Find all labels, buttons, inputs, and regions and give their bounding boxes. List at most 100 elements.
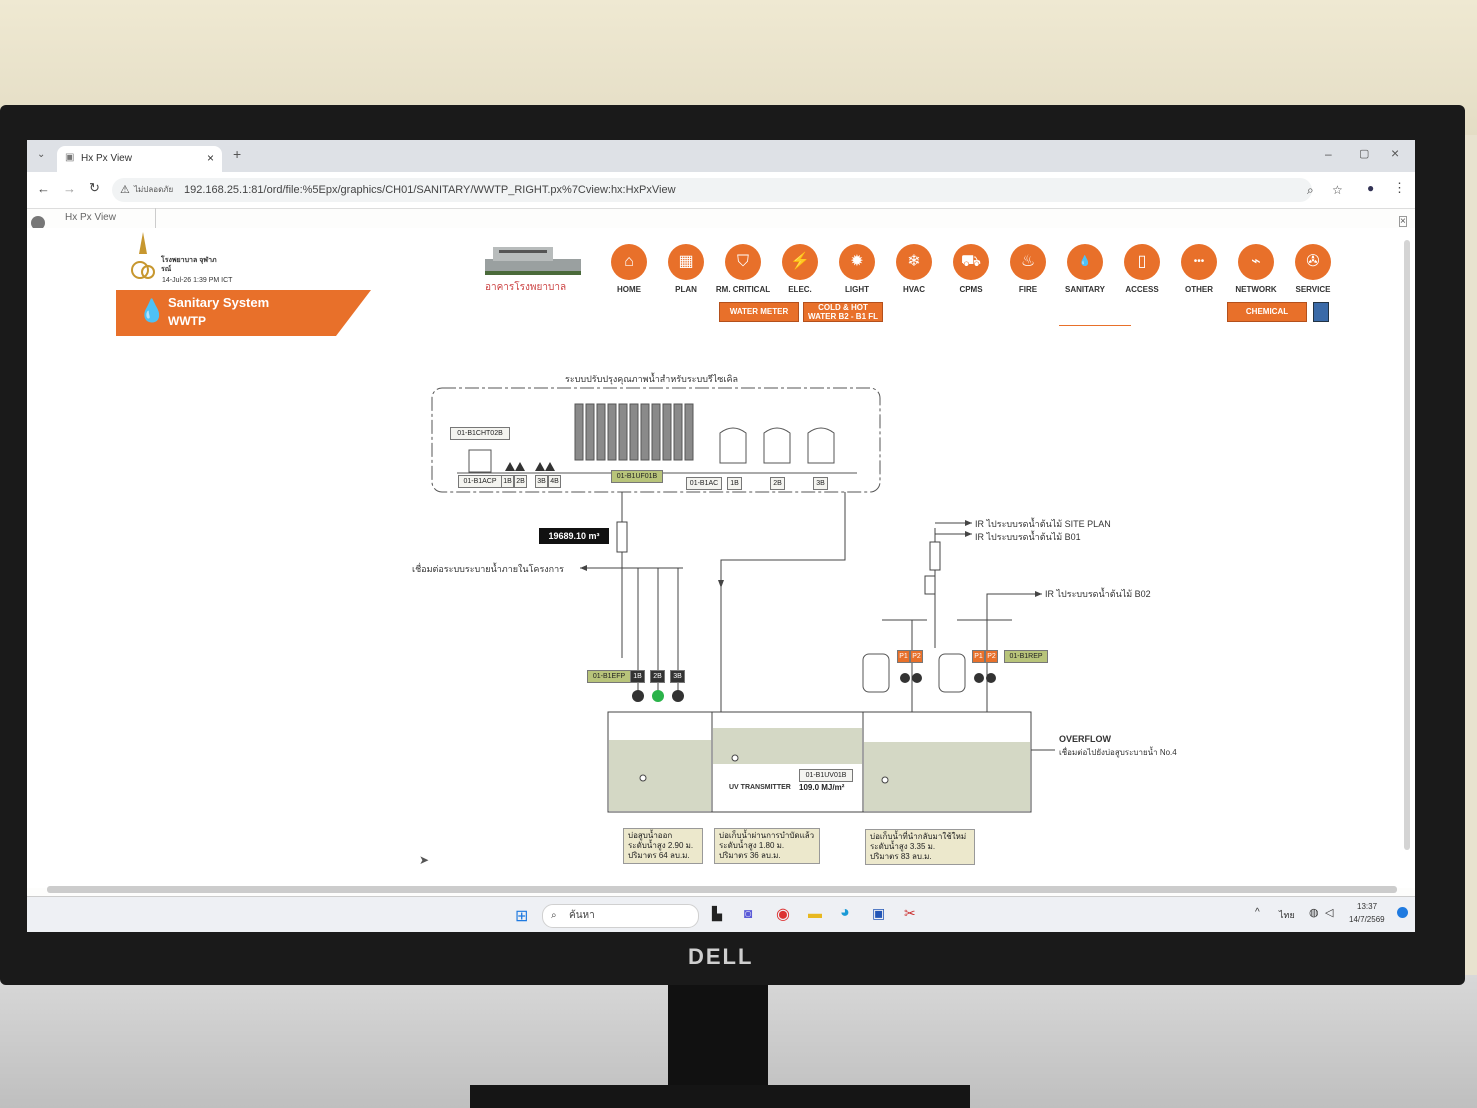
recycle-system-title: ระบบปรับปรุงคุณภาพน้ำสำหรับระบบรีไซเคิล	[565, 374, 738, 384]
cold-hot-water-button[interactable]: COLD & HOT WATER B2 - B1 FL	[803, 302, 883, 322]
parking-icon[interactable]: ⛟	[953, 244, 989, 280]
lightning-icon[interactable]: ⚡	[782, 244, 818, 280]
ac-1b-tag[interactable]: 1B	[727, 477, 742, 490]
snipping-tool-icon[interactable]: ✂	[904, 905, 916, 921]
mouse-cursor-icon: ➤	[419, 853, 430, 867]
page-tab[interactable]: Hx Px View	[57, 208, 156, 228]
chrome-icon[interactable]: ◉	[776, 906, 790, 923]
nav-label-home[interactable]: HOME	[617, 285, 641, 294]
network-tray-icon[interactable]: ◍	[1309, 907, 1319, 919]
nav-label-rm-critical[interactable]: RM. CRITICAL	[715, 285, 771, 294]
ac-2b-tag[interactable]: 2B	[770, 477, 785, 490]
edge-icon[interactable]: ◕	[840, 904, 850, 921]
snowflake-icon[interactable]: ❄	[896, 244, 932, 280]
file-explorer-icon[interactable]: ▬	[808, 905, 822, 921]
maximize-icon[interactable]: ▢	[1359, 148, 1370, 160]
building-image[interactable]	[485, 241, 581, 277]
plan-icon[interactable]: ▦	[668, 244, 704, 280]
nav-label-light[interactable]: LIGHT	[845, 285, 869, 294]
profile-icon[interactable]: ●	[1367, 181, 1375, 195]
rep-p2-tag[interactable]: P2	[910, 650, 923, 663]
rep-p1-tag[interactable]: P1	[897, 650, 910, 663]
chat-icon[interactable]: ◙	[744, 905, 753, 921]
chemical-tank	[468, 449, 492, 473]
vertical-scrollbar[interactable]	[1404, 240, 1410, 850]
recycle-tank-note: บ่อเก็บน้ำที่นำกลับมาใช้ใหม่ ระดับน้ำสูง…	[865, 829, 975, 865]
new-tab-icon[interactable]: +	[233, 146, 242, 162]
menu-kebab-icon[interactable]: ⋮	[1393, 180, 1406, 195]
tab-close-icon[interactable]: ×	[207, 151, 215, 165]
efp-2b-tag[interactable]: 2B	[650, 670, 665, 683]
uv-value[interactable]: 109.0 MJ/m²	[799, 783, 845, 792]
ir-meter-2	[924, 575, 936, 595]
lightbulb-icon[interactable]: ✹	[839, 244, 875, 280]
nav-label-sanitary[interactable]: SANITARY	[1065, 285, 1105, 294]
nav-label-access[interactable]: ACCESS	[1125, 285, 1159, 294]
water-drop-icon[interactable]: 💧	[1067, 244, 1103, 280]
rep-p1b-tag[interactable]: P1	[972, 650, 985, 663]
nav-label-other[interactable]: OTHER	[1185, 285, 1213, 294]
ac-3b-tag[interactable]: 3B	[813, 477, 828, 490]
nav-label-cpms[interactable]: CPMS	[959, 285, 983, 294]
volume-icon[interactable]: ◁	[1325, 907, 1334, 919]
efp-3b-tag[interactable]: 3B	[670, 670, 685, 683]
level-sensor-2	[731, 754, 739, 762]
home-icon[interactable]: ⌂	[611, 244, 647, 280]
critical-room-icon[interactable]: ⛉	[725, 244, 761, 280]
task-view-icon[interactable]: ▙	[712, 906, 722, 921]
overflow-desc: เชื่อมต่อไปยังบ่อสูบระบายน้ำ No.4	[1059, 748, 1177, 757]
nav-label-service[interactable]: SERVICE	[1295, 285, 1331, 294]
windows-start-icon[interactable]: ⊞	[515, 908, 529, 925]
acp-4b-tag[interactable]: 4B	[548, 475, 561, 488]
bookmark-star-icon[interactable]: ☆	[1332, 183, 1343, 197]
document-icon[interactable]	[1313, 302, 1329, 322]
zoom-icon[interactable]: ⌕	[1307, 183, 1314, 197]
uf-tag[interactable]: 01-B1UF01B	[611, 470, 663, 483]
efp-tag[interactable]: 01-B1EFP	[587, 670, 631, 683]
side-circle-icon[interactable]	[31, 216, 45, 230]
reload-icon[interactable]: ↻	[89, 180, 100, 195]
forward-icon[interactable]: →	[63, 181, 76, 196]
acp-1b-tag[interactable]: 1B	[501, 475, 514, 488]
back-icon[interactable]: ←	[37, 181, 50, 196]
minimize-icon[interactable]: –	[1325, 147, 1332, 161]
fire-icon[interactable]: ♨	[1010, 244, 1046, 280]
door-icon[interactable]: ▯	[1124, 244, 1160, 280]
tray-chevron-icon[interactable]: ^	[1255, 907, 1260, 918]
tab-list-chevron-icon[interactable]: ⌄	[37, 149, 46, 160]
taskbar-time[interactable]: 13:37	[1357, 902, 1378, 911]
nav-label-elec-[interactable]: ELEC.	[788, 285, 812, 294]
cold-hot-line1: COLD & HOT	[818, 303, 868, 312]
rep-tag[interactable]: 01-B1REP	[1004, 650, 1048, 663]
url-field[interactable]: ⚠ ไม่ปลอดภัย 192.168.25.1:81/ord/file:%5…	[112, 178, 1343, 202]
horizontal-scrollbar[interactable]	[47, 886, 1397, 893]
nav-label-network[interactable]: NETWORK	[1235, 285, 1277, 294]
acp-tag[interactable]: 01-B1ACP	[458, 475, 502, 488]
network-icon[interactable]: ⌁	[1238, 244, 1274, 280]
window-close-icon[interactable]: ×	[1391, 145, 1400, 161]
effluent-tank-note: บ่อสูบน้ำออก ระดับน้ำสูง 2.90 ม. ปริมาตร…	[623, 828, 703, 864]
nav-label-plan[interactable]: PLAN	[675, 285, 697, 294]
nav-label-fire[interactable]: FIRE	[1018, 285, 1038, 294]
ac-tag[interactable]: 01-B1AC	[686, 477, 722, 490]
page-close-icon[interactable]: ×	[1399, 216, 1407, 227]
nav-label-hvac[interactable]: HVAC	[902, 285, 926, 294]
browser-tab[interactable]: ▣ Hx Px View ×	[57, 146, 222, 172]
language-indicator[interactable]: ไทย	[1279, 910, 1295, 920]
acp-3b-tag[interactable]: 3B	[535, 475, 548, 488]
notification-icon[interactable]	[1397, 907, 1408, 918]
tools-icon[interactable]: ✇	[1295, 244, 1331, 280]
flow-total-readout[interactable]: 19689.10 m³	[539, 528, 609, 544]
rep-p2b-tag[interactable]: P2	[985, 650, 998, 663]
acp-2b-tag[interactable]: 2B	[514, 475, 527, 488]
store-icon[interactable]: ▣	[872, 905, 886, 921]
chemical-tank-tag[interactable]: 01-B1CHT02B	[450, 427, 510, 440]
taskbar-date[interactable]: 14/7/2569	[1349, 915, 1385, 924]
chemical-button[interactable]: CHEMICAL	[1227, 302, 1307, 322]
efp-1b-tag[interactable]: 1B	[630, 670, 645, 683]
efp-pumps	[632, 690, 684, 702]
uv-tag[interactable]: 01-B1UV01B	[799, 769, 853, 782]
more-icon[interactable]: •••	[1181, 244, 1217, 280]
water-meter-button[interactable]: WATER METER	[719, 302, 799, 322]
taskbar-search-input[interactable]: ⌕ ค้นหา	[542, 904, 699, 928]
